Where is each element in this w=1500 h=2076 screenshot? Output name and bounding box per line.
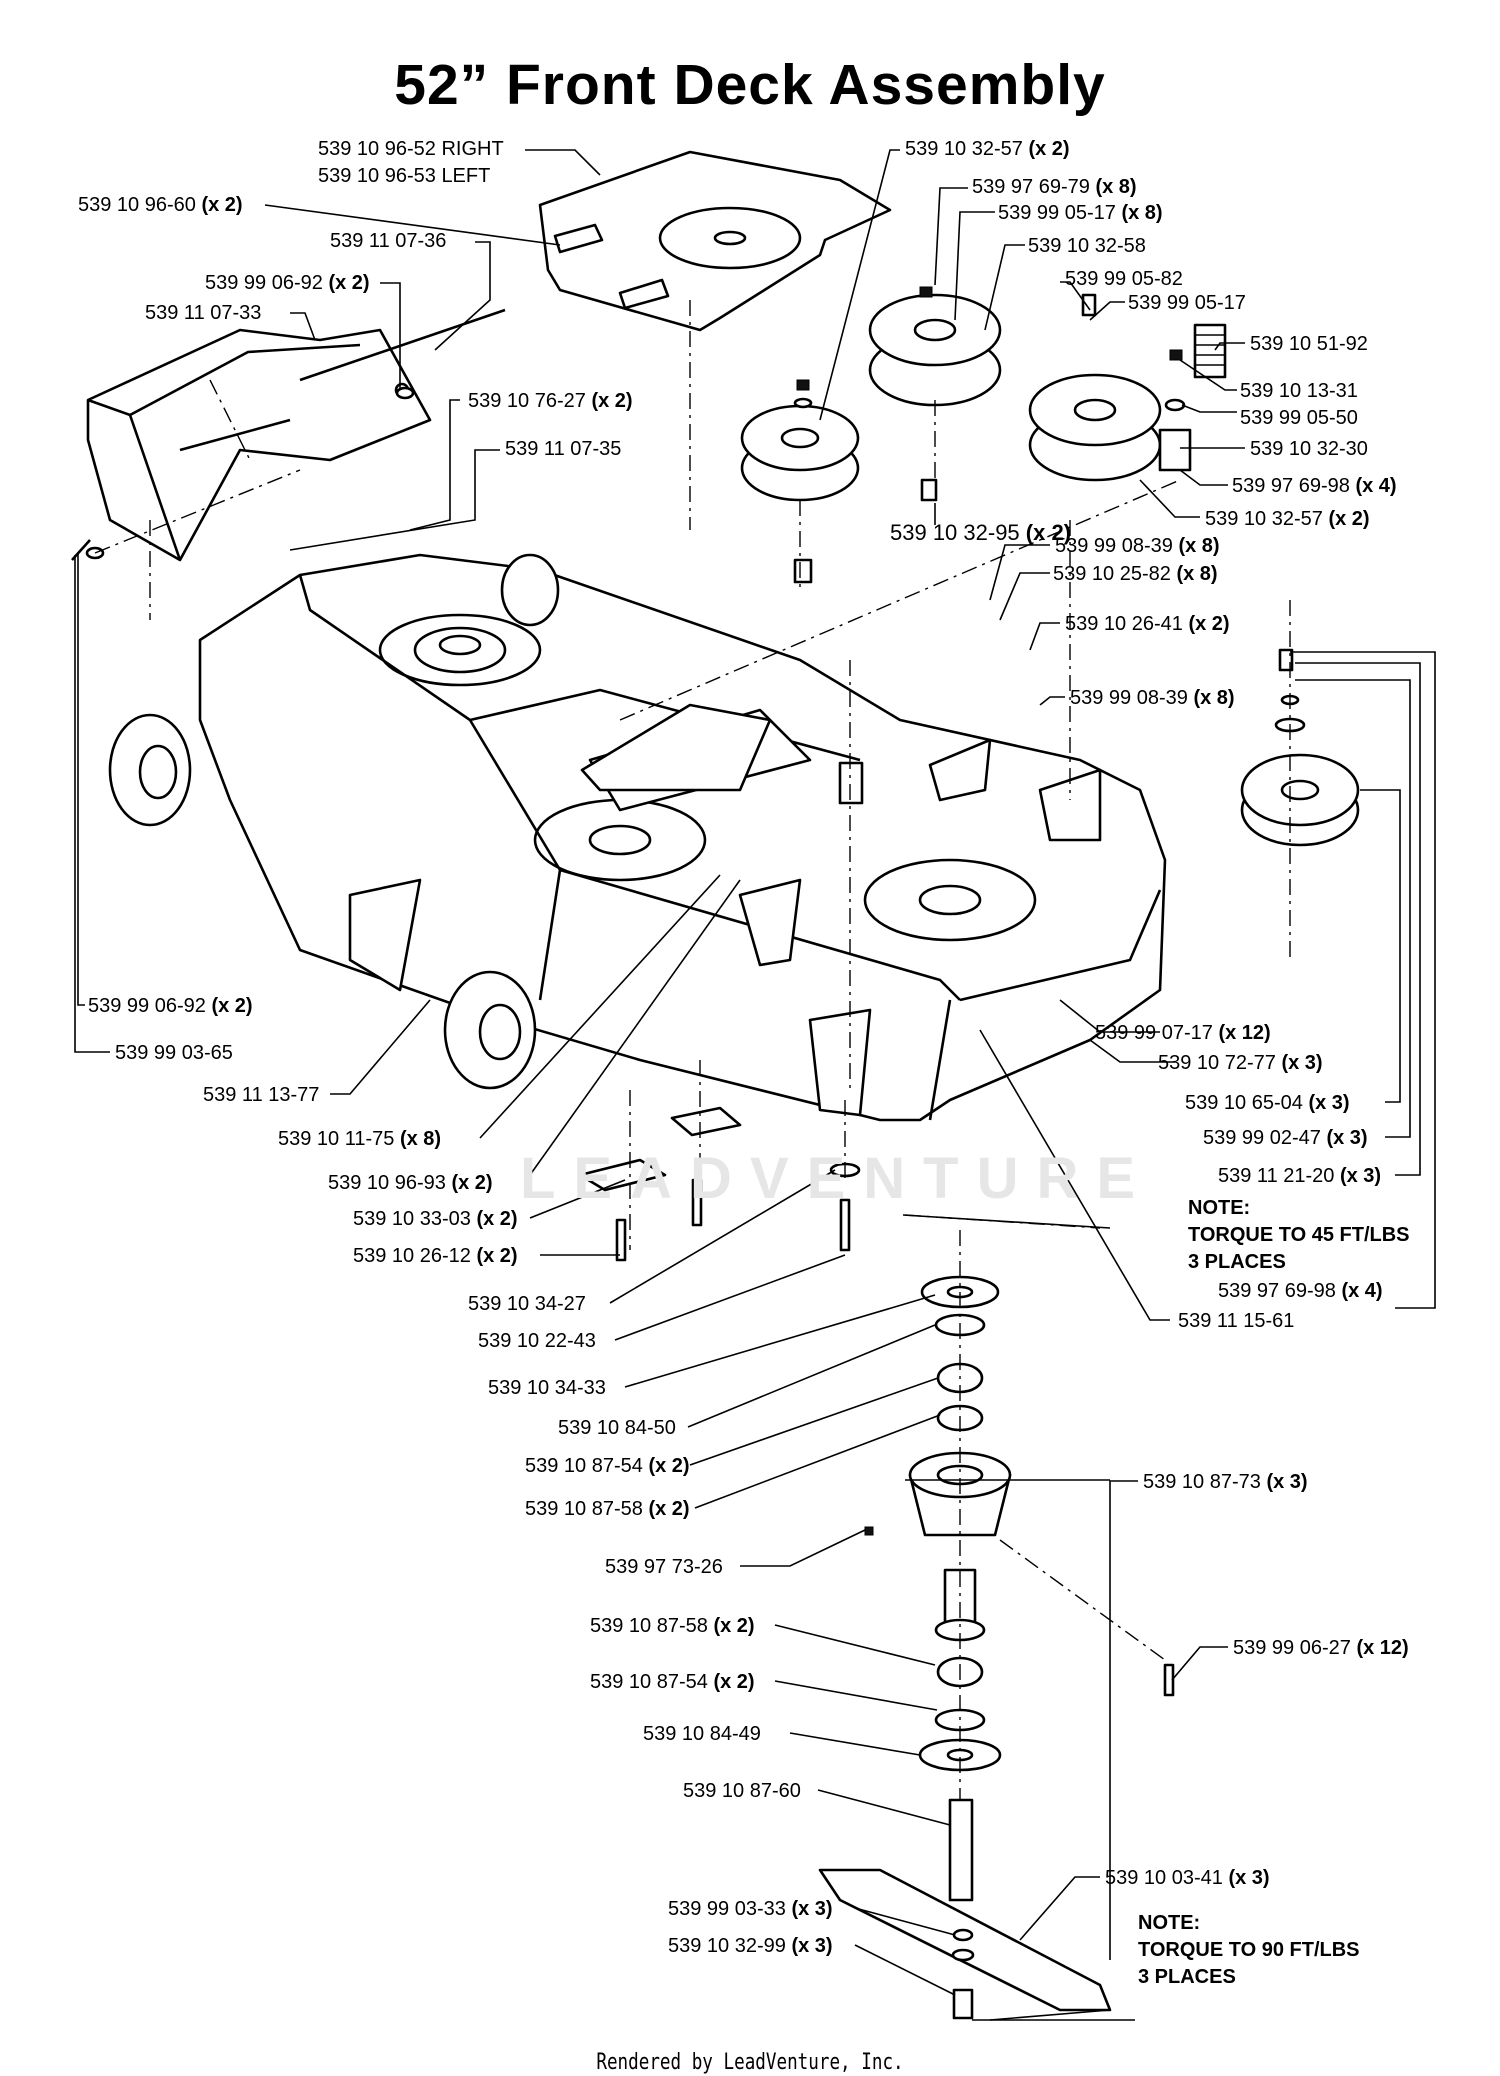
torque-note-90: NOTE: TORQUE TO 90 FT/LBS 3 PLACES bbox=[1138, 1912, 1360, 1988]
deck-cover-plate bbox=[538, 150, 892, 332]
label-539-10-76-27: 539 10 76-27 (x 2) bbox=[468, 390, 633, 412]
idler-arm-plate bbox=[580, 703, 772, 792]
label-539-11-13-77: 539 11 13-77 bbox=[203, 1084, 320, 1106]
label-539-99-08-39-mid: 539 99 08-39 (x 8) bbox=[1070, 687, 1235, 709]
footer-credit: Rendered by LeadVenture, Inc. bbox=[596, 2050, 904, 2075]
label-539-99-05-17: 539 99 05-17 bbox=[1128, 292, 1246, 314]
label-539-10-26-12: 539 10 26-12 (x 2) bbox=[353, 1245, 518, 1267]
label-539-99-06-92-top: 539 99 06-92 (x 2) bbox=[205, 272, 370, 294]
label-539-10-87-60: 539 10 87-60 bbox=[683, 1780, 801, 1802]
hardware bbox=[71, 286, 1306, 2020]
label-539-10-51-92: 539 10 51-92 bbox=[1250, 333, 1368, 355]
pulley-center bbox=[868, 293, 1002, 407]
pulley-spindle-right bbox=[1240, 753, 1360, 847]
label-539-10-03-41: 539 10 03-41 (x 3) bbox=[1105, 1867, 1270, 1889]
label-539-11-07-36: 539 11 07-36 bbox=[330, 230, 447, 252]
label-539-10-33-03: 539 10 33-03 (x 2) bbox=[353, 1208, 518, 1230]
label-539-10-84-50: 539 10 84-50 bbox=[558, 1417, 676, 1439]
label-539-10-87-58-bottom: 539 10 87-58 (x 2) bbox=[590, 1615, 755, 1637]
label-539-10-84-49: 539 10 84-49 bbox=[643, 1723, 761, 1745]
label-539-99-05-82: 539 99 05-82 bbox=[1065, 268, 1183, 290]
label-539-10-22-43: 539 10 22-43 bbox=[478, 1330, 596, 1352]
label-539-99-07-17: 539 99 07-17 (x 12) bbox=[1095, 1022, 1271, 1044]
leader-lines bbox=[74, 149, 1436, 2021]
label-539-97-69-98-bottom: 539 97 69-98 (x 4) bbox=[1218, 1280, 1383, 1302]
label-539-99-03-65: 539 99 03-65 bbox=[115, 1042, 233, 1064]
anti-scalp-wheels bbox=[108, 553, 560, 1090]
label-539-97-69-79: 539 97 69-79 (x 8) bbox=[972, 176, 1137, 198]
label-539-10-32-95: 539 10 32-95 (x 2) bbox=[890, 520, 1072, 545]
label-539-10-87-54-bottom: 539 10 87-54 (x 2) bbox=[590, 1671, 755, 1693]
label-539-10-32-30: 539 10 32-30 bbox=[1250, 438, 1368, 460]
label-539-10-32-57-right: 539 10 32-57 (x 2) bbox=[1205, 508, 1370, 530]
deck-brackets bbox=[348, 738, 1102, 1117]
label-539-10-34-33: 539 10 34-33 bbox=[488, 1377, 606, 1399]
pulley-left bbox=[740, 404, 860, 502]
label-539-99-06-27: 539 99 06-27 (x 12) bbox=[1233, 1637, 1409, 1659]
label-539-97-73-26: 539 97 73-26 bbox=[605, 1556, 723, 1578]
grass-deflector bbox=[86, 308, 506, 562]
label-539-97-69-98-top: 539 97 69-98 (x 4) bbox=[1232, 475, 1397, 497]
label-539-10-34-27: 539 10 34-27 bbox=[468, 1293, 586, 1315]
label-539-10-87-54-top: 539 10 87-54 (x 2) bbox=[525, 1455, 690, 1477]
label-539-10-26-41: 539 10 26-41 (x 2) bbox=[1065, 613, 1230, 635]
label-539-10-11-75: 539 10 11-75 (x 8) bbox=[278, 1128, 442, 1150]
label-539-10-32-99: 539 10 32-99 (x 3) bbox=[668, 1935, 833, 1957]
label-539-99-05-17-x8: 539 99 05-17 (x 8) bbox=[998, 202, 1163, 224]
label-539-11-07-35: 539 11 07-35 bbox=[505, 438, 622, 460]
torque-note-45: NOTE: TORQUE TO 45 FT/LBS 3 PLACES bbox=[1188, 1197, 1410, 1273]
page-title: 52” Front Deck Assembly bbox=[394, 53, 1106, 117]
label-539-99-03-33: 539 99 03-33 (x 3) bbox=[668, 1898, 833, 1920]
label-539-10-25-82: 539 10 25-82 (x 8) bbox=[1053, 563, 1218, 585]
label-539-10-32-58: 539 10 32-58 bbox=[1028, 235, 1146, 257]
label-539-10-32-57-top: 539 10 32-57 (x 2) bbox=[905, 138, 1070, 160]
label-539-11-21-20: 539 11 21-20 (x 3) bbox=[1218, 1165, 1382, 1187]
label-539-11-15-61: 539 11 15-61 bbox=[1178, 1310, 1295, 1332]
label-539-11-07-33: 539 11 07-33 bbox=[145, 302, 262, 324]
label-539-99-06-92-left: 539 99 06-92 (x 2) bbox=[88, 995, 253, 1017]
label-539-10-96-53: 539 10 96-53 LEFT bbox=[318, 165, 491, 187]
label-539-10-96-60: 539 10 96-60 (x 2) bbox=[78, 194, 243, 216]
label-539-10-87-73: 539 10 87-73 (x 3) bbox=[1143, 1471, 1308, 1493]
label-539-10-87-58-top: 539 10 87-58 (x 2) bbox=[525, 1498, 690, 1520]
label-539-10-96-93: 539 10 96-93 (x 2) bbox=[328, 1172, 493, 1194]
spring bbox=[1193, 323, 1227, 379]
watermark: LEADVENTURE bbox=[520, 1146, 1154, 1211]
pulley-idler-right bbox=[1028, 373, 1192, 482]
label-539-99-05-50: 539 99 05-50 bbox=[1240, 407, 1358, 429]
label-539-10-65-04: 539 10 65-04 (x 3) bbox=[1185, 1092, 1350, 1114]
label-539-10-96-52: 539 10 96-52 RIGHT bbox=[318, 138, 504, 160]
label-539-10-72-77: 539 10 72-77 (x 3) bbox=[1158, 1052, 1323, 1074]
label-539-99-02-47: 539 99 02-47 (x 3) bbox=[1203, 1127, 1368, 1149]
label-539-99-08-39-top: 539 99 08-39 (x 8) bbox=[1055, 535, 1220, 557]
label-539-10-13-31: 539 10 13-31 bbox=[1240, 380, 1358, 402]
